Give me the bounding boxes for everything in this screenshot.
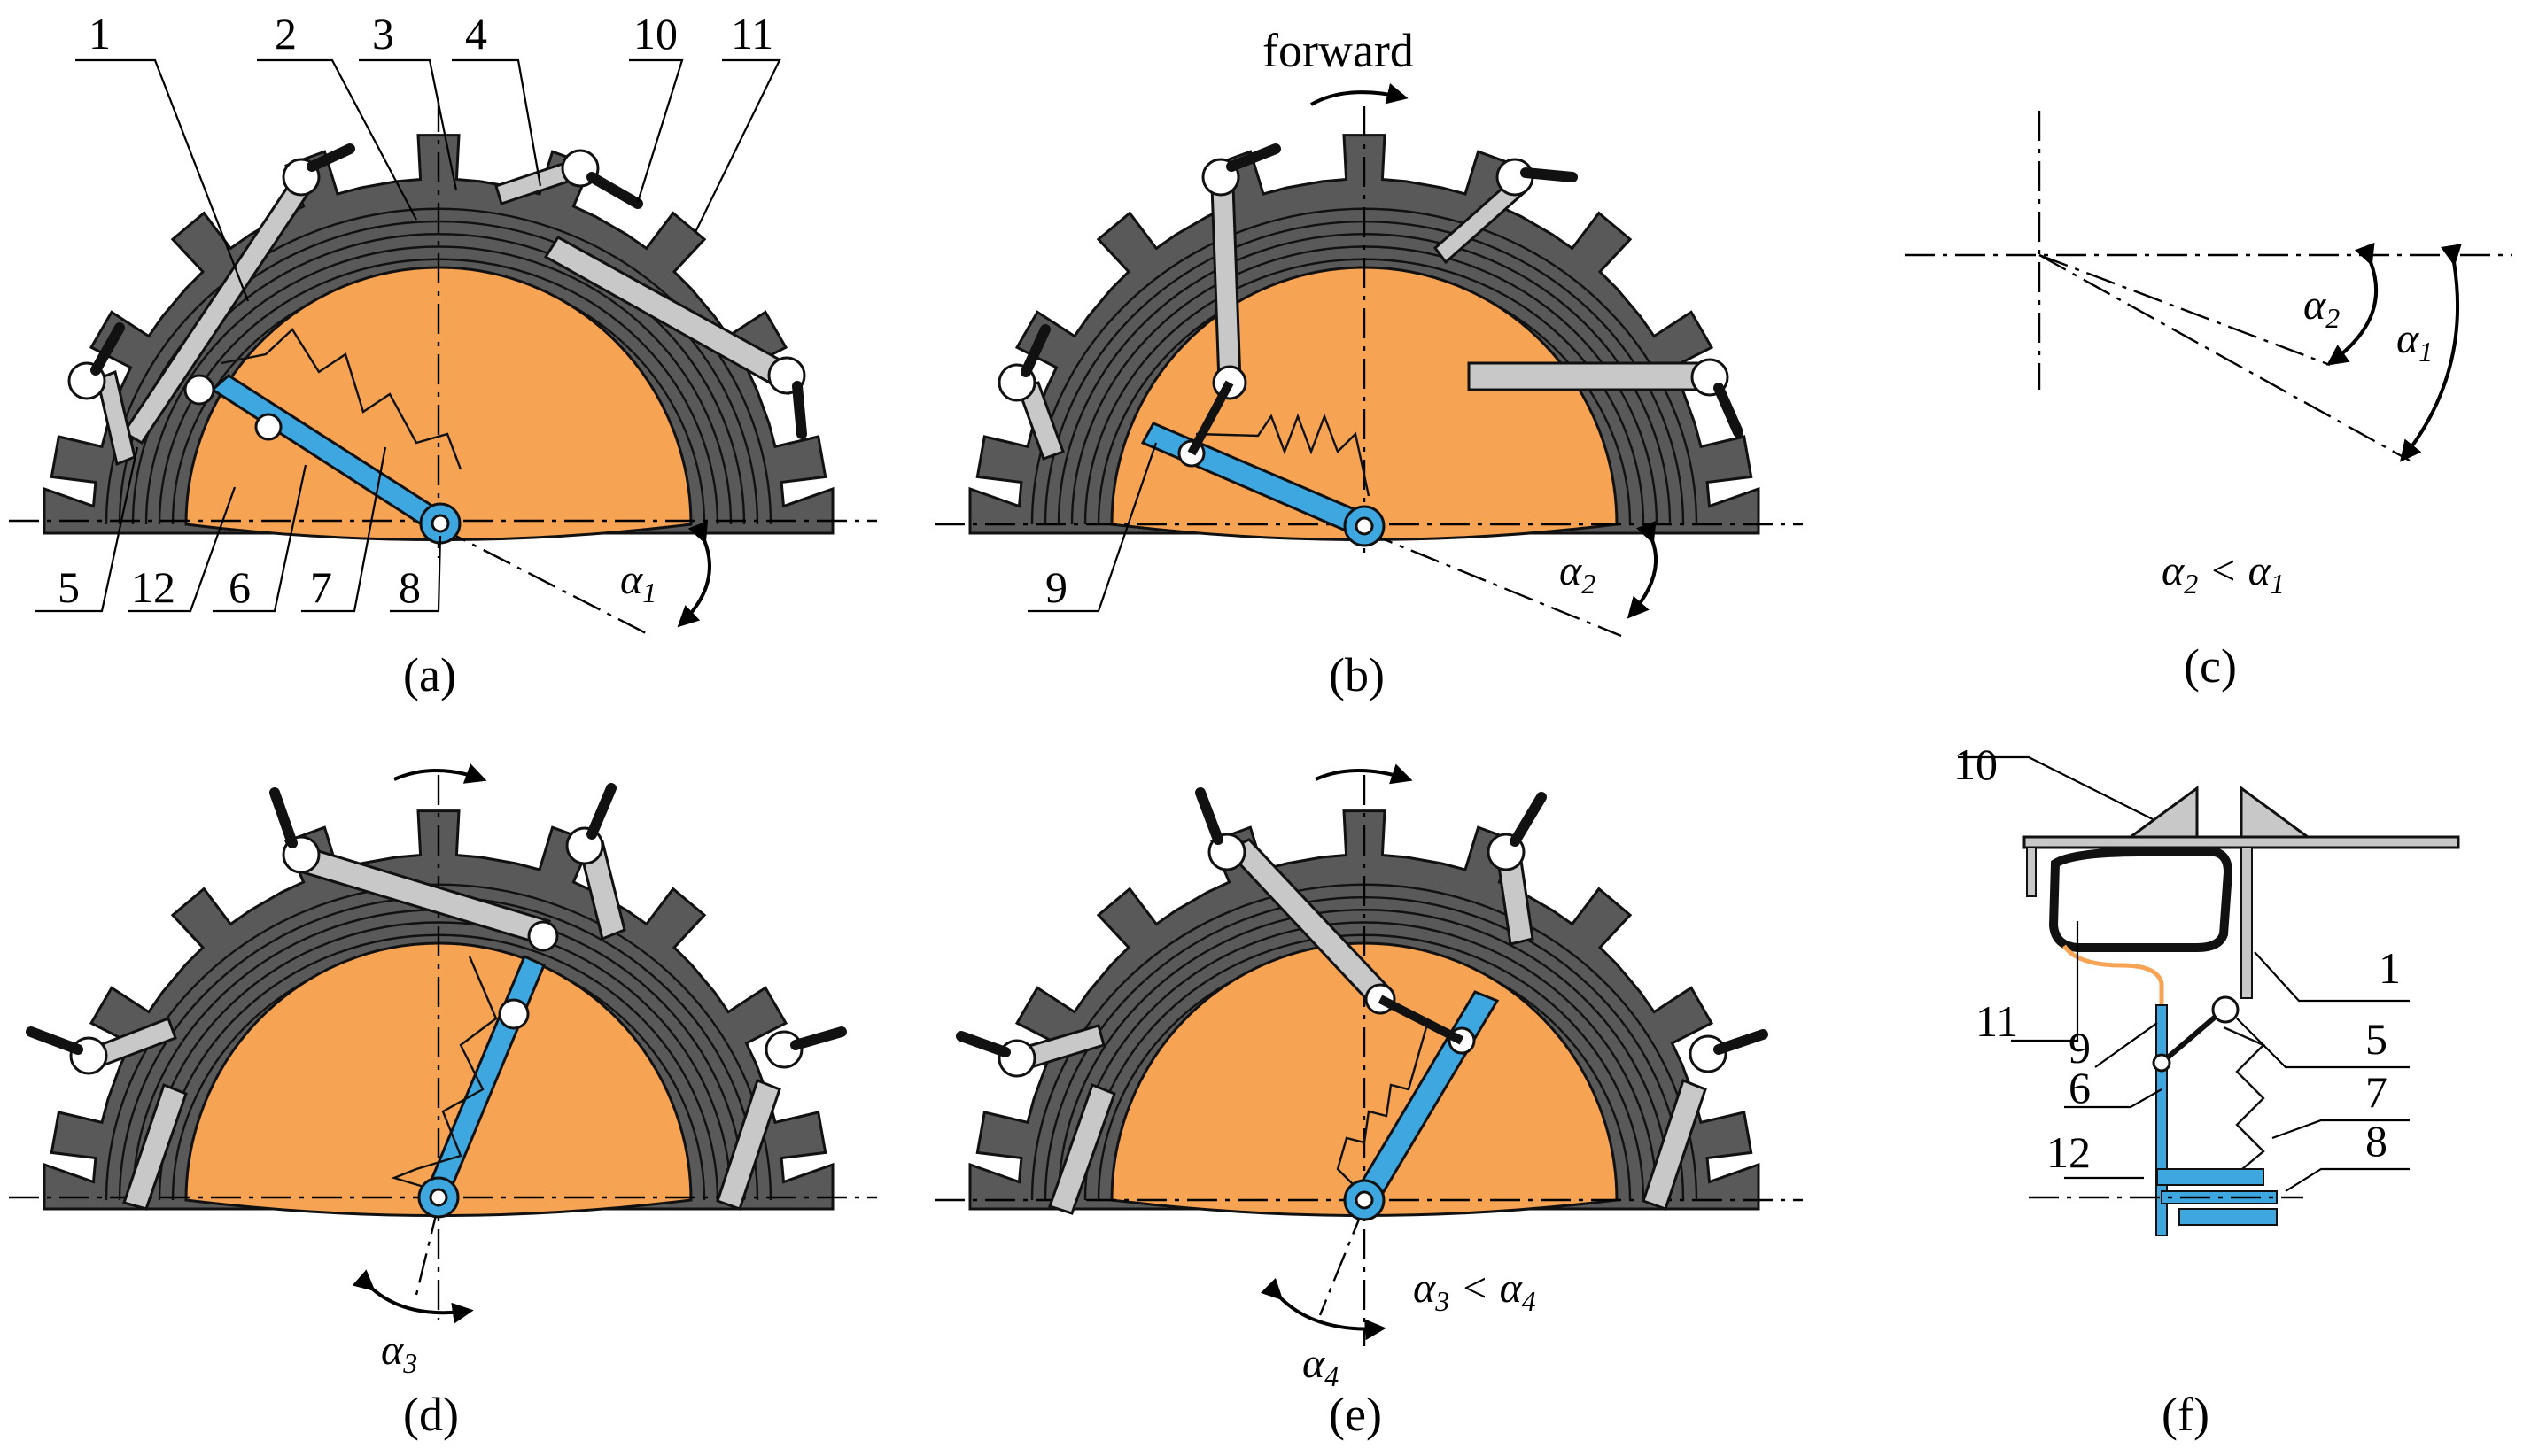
label-7: 7 xyxy=(2365,1067,2387,1117)
angle-ray xyxy=(413,1204,440,1303)
label-12: 12 xyxy=(131,562,175,612)
label-2: 2 xyxy=(275,9,297,58)
panel-d: α3 (d) xyxy=(9,763,877,1441)
knob xyxy=(1487,792,1547,871)
label-5: 5 xyxy=(2365,1014,2387,1064)
knob xyxy=(1495,158,1578,197)
label-4: 4 xyxy=(465,9,487,58)
lever-arm-left xyxy=(1048,1083,1116,1215)
knob xyxy=(282,143,355,197)
panel-c: α2 α1 α2 < α1 (c) xyxy=(1905,111,2512,693)
ray-alpha1 xyxy=(2038,253,2411,462)
angle-arc xyxy=(1260,1277,1386,1341)
rotation-arrow xyxy=(1310,82,1409,106)
caption-c: (c) xyxy=(2184,639,2237,693)
lever-arm-right-low xyxy=(716,1079,781,1211)
rotation-arrow xyxy=(1315,763,1413,785)
knob xyxy=(767,356,807,439)
knob xyxy=(956,1031,1036,1078)
angle-arc-1 xyxy=(2400,244,2462,462)
track-profile-11 xyxy=(2048,848,2233,952)
track-groove xyxy=(144,245,733,525)
lever-arm-right-low xyxy=(1642,1079,1707,1211)
hub-rail-12 xyxy=(2061,944,2164,1235)
spring-7 xyxy=(221,328,462,470)
knob xyxy=(1201,143,1281,197)
angle-ray xyxy=(1318,1205,1366,1316)
knob xyxy=(269,787,321,874)
knob xyxy=(26,1026,108,1075)
label-12: 12 xyxy=(2046,1127,2091,1177)
angle-arc xyxy=(677,520,711,628)
lever-arm-right xyxy=(1467,361,1716,391)
lever-arm-left xyxy=(122,1083,188,1211)
knob xyxy=(561,149,643,209)
label-6: 6 xyxy=(229,562,251,612)
spring-7 xyxy=(1195,413,1370,497)
track-groove xyxy=(1057,909,1672,1201)
knob xyxy=(765,1026,847,1069)
bracket-10-right xyxy=(2240,786,2312,839)
track-groove xyxy=(1070,921,1658,1201)
spring-7 xyxy=(1336,1026,1428,1192)
caption-e: (e) xyxy=(1329,1388,1382,1441)
label-5: 5 xyxy=(58,562,80,612)
angle-arc xyxy=(1627,520,1658,619)
panel-e: α4 α3 < α4 (e) xyxy=(935,763,1803,1441)
caption-d: (d) xyxy=(403,1388,459,1441)
angle-alpha1: α1 xyxy=(2396,315,2433,368)
label-6: 6 xyxy=(2069,1063,2091,1112)
angle-arc-2 xyxy=(2326,242,2379,366)
angle-alpha2: α2 xyxy=(1559,547,1595,600)
angle-relation: α2 < α1 xyxy=(2162,547,2285,600)
panel-b: forward 9 α2 (b) xyxy=(935,24,1803,701)
label-8: 8 xyxy=(2365,1116,2387,1166)
caption-b: (b) xyxy=(1329,648,1385,701)
top-bar xyxy=(2022,835,2460,849)
label-8: 8 xyxy=(399,562,421,612)
label-11: 11 xyxy=(731,9,773,58)
panel-a: 1 2 3 4 10 11 5 12 6 7 8 α1 (a) xyxy=(9,9,877,701)
angle-arc xyxy=(352,1269,474,1324)
label-3: 3 xyxy=(372,9,394,58)
knob xyxy=(565,783,617,865)
knob xyxy=(1689,1029,1768,1073)
track-groove xyxy=(144,921,733,1201)
label-10: 10 xyxy=(633,9,678,58)
pin xyxy=(254,413,283,441)
angle-ray xyxy=(438,525,652,638)
angle-alpha4: α4 xyxy=(1302,1340,1339,1392)
caption-a: (a) xyxy=(403,648,456,701)
knob xyxy=(1690,358,1743,438)
angle-relation: α3 < α4 xyxy=(1413,1265,1536,1317)
spring-7 xyxy=(391,956,498,1193)
spring-7 xyxy=(2223,1026,2266,1174)
caption-f: (f) xyxy=(2162,1388,2209,1441)
label-10: 10 xyxy=(1953,740,1998,789)
direction-label: forward xyxy=(1262,24,1414,77)
pin-5 xyxy=(2211,995,2240,1024)
knob xyxy=(998,324,1051,402)
rotation-arrow xyxy=(393,763,487,784)
angle-alpha3: α3 xyxy=(381,1327,417,1379)
label-1: 1 xyxy=(2379,943,2401,993)
label-11: 11 xyxy=(1976,996,2018,1046)
side-plate-1 xyxy=(2240,847,2253,999)
angle-alpha1: α1 xyxy=(620,556,656,608)
knob xyxy=(67,322,125,400)
label-9: 9 xyxy=(1045,562,1068,612)
ray-alpha2 xyxy=(2038,253,2331,367)
pin xyxy=(527,920,559,952)
label-7: 7 xyxy=(310,562,332,612)
knob xyxy=(1195,787,1246,871)
panel-f: 10 1 11 9 5 6 7 12 8 (f) xyxy=(1953,740,2460,1441)
pin xyxy=(183,374,215,406)
pin xyxy=(498,998,530,1030)
angle-alpha2: α2 xyxy=(2303,282,2340,334)
label-9: 9 xyxy=(2069,1023,2091,1073)
angle-ray xyxy=(1363,530,1622,638)
label-1: 1 xyxy=(89,9,111,58)
